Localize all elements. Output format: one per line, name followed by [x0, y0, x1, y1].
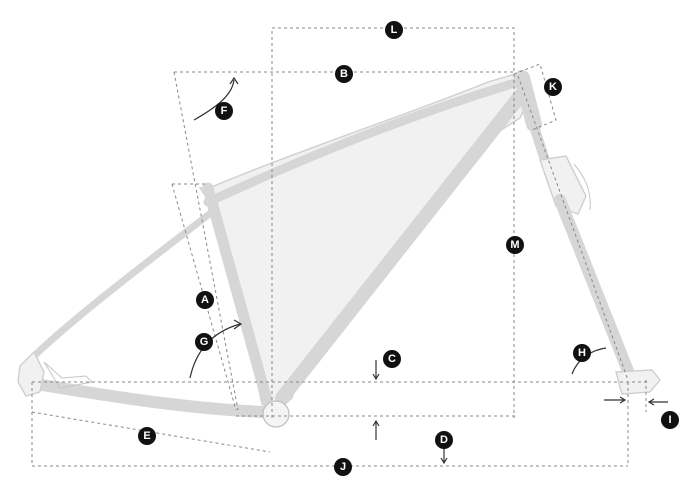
arrowhead-C-up: [372, 419, 380, 440]
marker-H: H: [573, 344, 591, 362]
arrowhead-I-right: [647, 398, 668, 406]
marker-K-label: K: [549, 81, 557, 93]
marker-I-label: I: [668, 414, 671, 426]
dimension-markers: L B K F M A G H C I E D: [138, 21, 679, 476]
fork-leg: [554, 194, 636, 382]
marker-M-label: M: [510, 239, 519, 251]
fork-crown: [539, 155, 587, 215]
marker-A: A: [196, 291, 214, 309]
frame-top-tube: [203, 77, 523, 207]
marker-D: D: [435, 431, 453, 449]
arrow-G: [189, 323, 241, 379]
marker-G-label: G: [200, 336, 209, 348]
frame-seat-tube: [202, 182, 274, 410]
marker-K: K: [544, 78, 562, 96]
marker-B-label: B: [340, 68, 348, 80]
arrow-F: [193, 79, 235, 121]
frame-main-triangle: [198, 71, 533, 413]
marker-E: E: [138, 427, 156, 445]
arrowhead-C-down: [372, 360, 380, 381]
marker-J: J: [334, 458, 352, 476]
bike-frame: [17, 70, 661, 428]
arrowhead-G: [233, 319, 243, 330]
marker-H-label: H: [578, 347, 586, 359]
marker-D-label: D: [440, 434, 448, 446]
frame-bottom-bracket: [262, 400, 290, 428]
marker-J-label: J: [340, 461, 346, 473]
marker-C-label: C: [388, 353, 396, 365]
marker-L-label: L: [391, 24, 398, 36]
frame-seat-stay: [24, 208, 216, 366]
frame-brake-mount: [43, 361, 94, 389]
marker-A-label: A: [201, 294, 209, 306]
marker-F: F: [215, 102, 233, 120]
marker-E-label: E: [143, 430, 150, 442]
fork-arch: [573, 163, 591, 211]
marker-I: I: [661, 411, 679, 429]
arrowhead-I-left: [604, 396, 627, 404]
marker-L: L: [385, 21, 403, 39]
arrowhead-F: [229, 76, 239, 85]
frame-rear-dropout: [17, 350, 45, 397]
marker-F-label: F: [221, 105, 228, 117]
marker-G: G: [195, 333, 213, 351]
frame-chain-stay: [30, 378, 274, 418]
frame-down-tube: [275, 89, 527, 405]
marker-C: C: [383, 350, 401, 368]
marker-B: B: [335, 65, 353, 83]
marker-M: M: [506, 236, 524, 254]
